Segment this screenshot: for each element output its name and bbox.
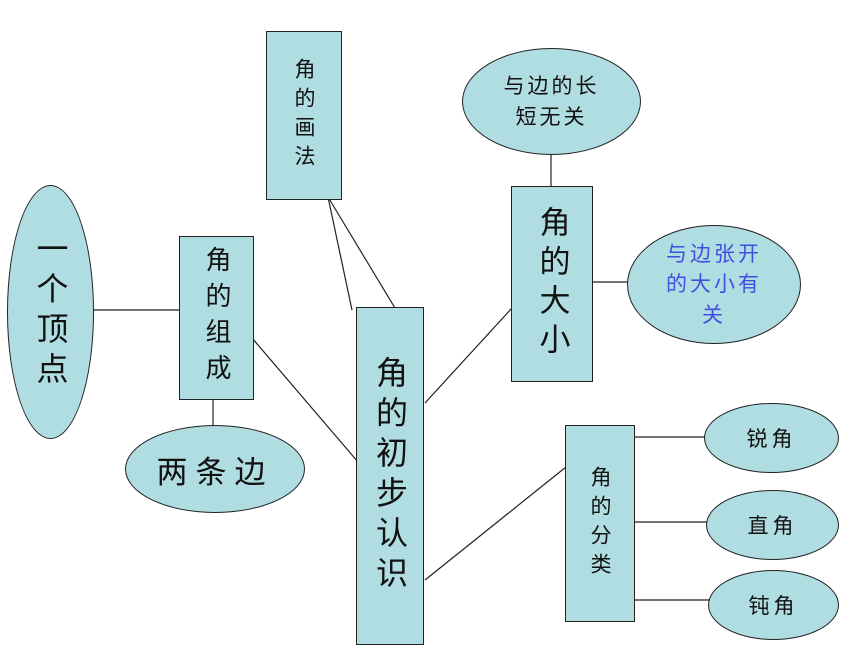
center-node: 角的初步认识 <box>356 307 424 645</box>
sides-label: 两条边 <box>156 454 274 491</box>
obtuse-label: 钝角 <box>748 594 799 618</box>
size-node: 角的大小 <box>511 186 593 382</box>
drawing-node: 角的画法 <box>266 31 342 200</box>
size-independent-label: 与边的长短无关 <box>503 74 600 129</box>
vertex-node: 一个顶点 <box>7 185 94 439</box>
size-independent-node: 与边的长短无关 <box>462 48 641 155</box>
center-label: 角的初步认识 <box>371 356 409 596</box>
size-related-label: 与边张开的大小有关 <box>665 241 762 327</box>
link-center-classification <box>424 466 567 581</box>
composition-node: 角的组成 <box>179 236 254 400</box>
classification-node: 角的分类 <box>565 425 635 622</box>
vertex-label: 一个顶点 <box>31 232 70 392</box>
drawing-label: 角的画法 <box>292 57 316 174</box>
obtuse-node: 钝角 <box>708 570 839 640</box>
link-drawing-center <box>327 196 399 314</box>
link-center-size <box>424 307 513 404</box>
size-label: 角的大小 <box>533 206 570 362</box>
classification-label: 角的分类 <box>588 465 612 582</box>
composition-label: 角的组成 <box>201 246 231 390</box>
link-composition-center <box>251 337 359 463</box>
right-angle-node: 直角 <box>706 490 839 560</box>
acute-label: 锐角 <box>746 427 797 451</box>
right-angle-label: 直角 <box>747 514 798 538</box>
size-related-node: 与边张开的大小有关 <box>627 225 801 344</box>
acute-node: 锐角 <box>704 403 839 473</box>
link-center-drawing <box>327 196 353 311</box>
sides-node: 两条边 <box>125 425 305 513</box>
